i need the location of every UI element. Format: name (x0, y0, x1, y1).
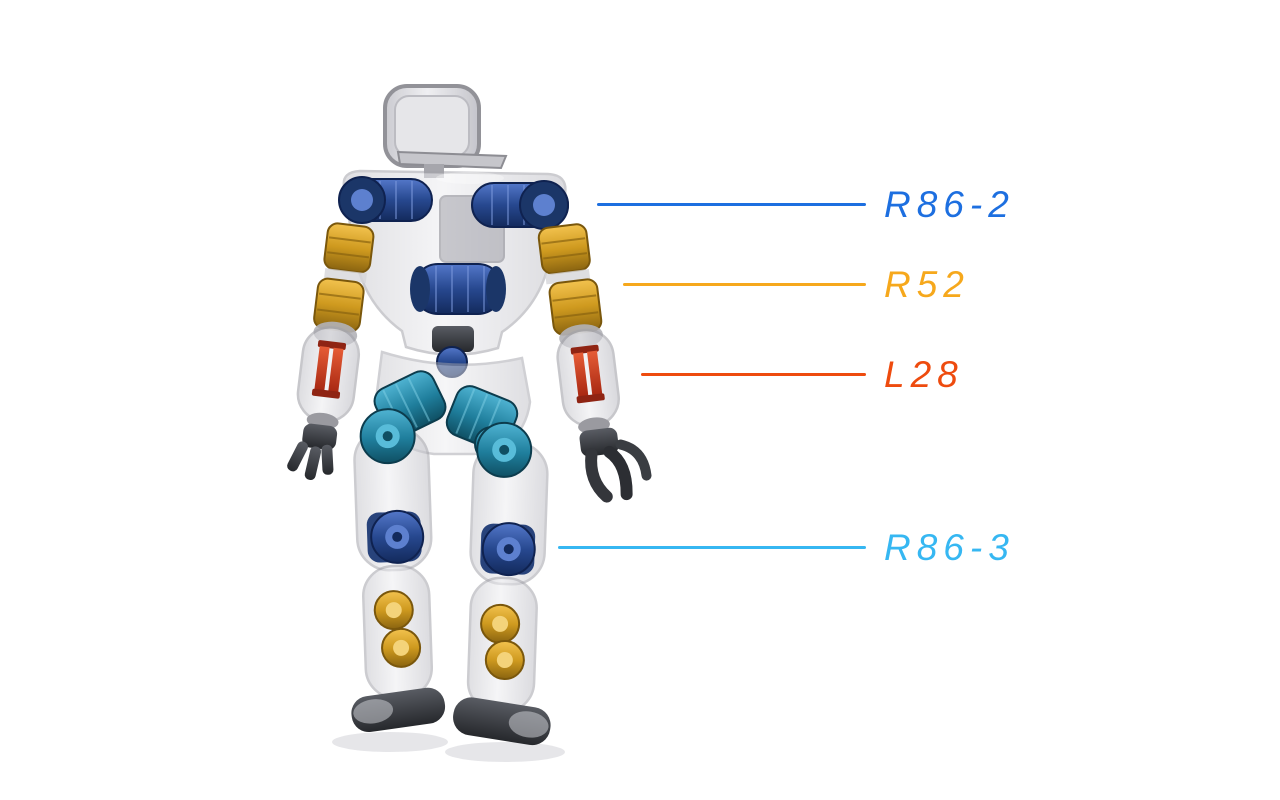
arm-actuator-r52-left (313, 222, 375, 333)
callout-label-l28: L28 (884, 354, 964, 395)
callout-line-r86-3 (558, 546, 866, 549)
forearm-actuator-l28-left (311, 340, 347, 399)
knee-actuator-r86-3-left (366, 509, 425, 564)
robot-left-leg (351, 408, 446, 733)
robot-left-hand (287, 423, 338, 480)
callout-line-r52 (623, 283, 866, 286)
floor-shadows (332, 732, 565, 762)
callout-label-r86-3: R86-3 (884, 527, 1015, 568)
arm-actuator-r52-right (537, 223, 603, 336)
robot-head (383, 84, 508, 178)
callout-label-r86-2: R86-2 (884, 184, 1015, 225)
robot-right-foot (453, 697, 551, 746)
robot-right-arm (537, 223, 652, 503)
forearm-actuator-l28-right (570, 344, 605, 404)
robot-left-arm (287, 222, 375, 480)
robot-right-leg (453, 421, 551, 746)
callout-label-r52: R52 (884, 264, 970, 305)
waist-actuator (410, 263, 506, 378)
shoulder-actuator-r86-2 (338, 176, 569, 230)
ankle-actuator-right (480, 603, 525, 681)
callout-line-l28 (641, 373, 866, 376)
robot-right-hand (579, 427, 652, 503)
ankle-actuator-left (373, 590, 422, 668)
knee-actuator-r86-3-right (480, 522, 536, 577)
robot-left-foot (351, 687, 446, 733)
callout-line-r86-2 (597, 203, 866, 206)
